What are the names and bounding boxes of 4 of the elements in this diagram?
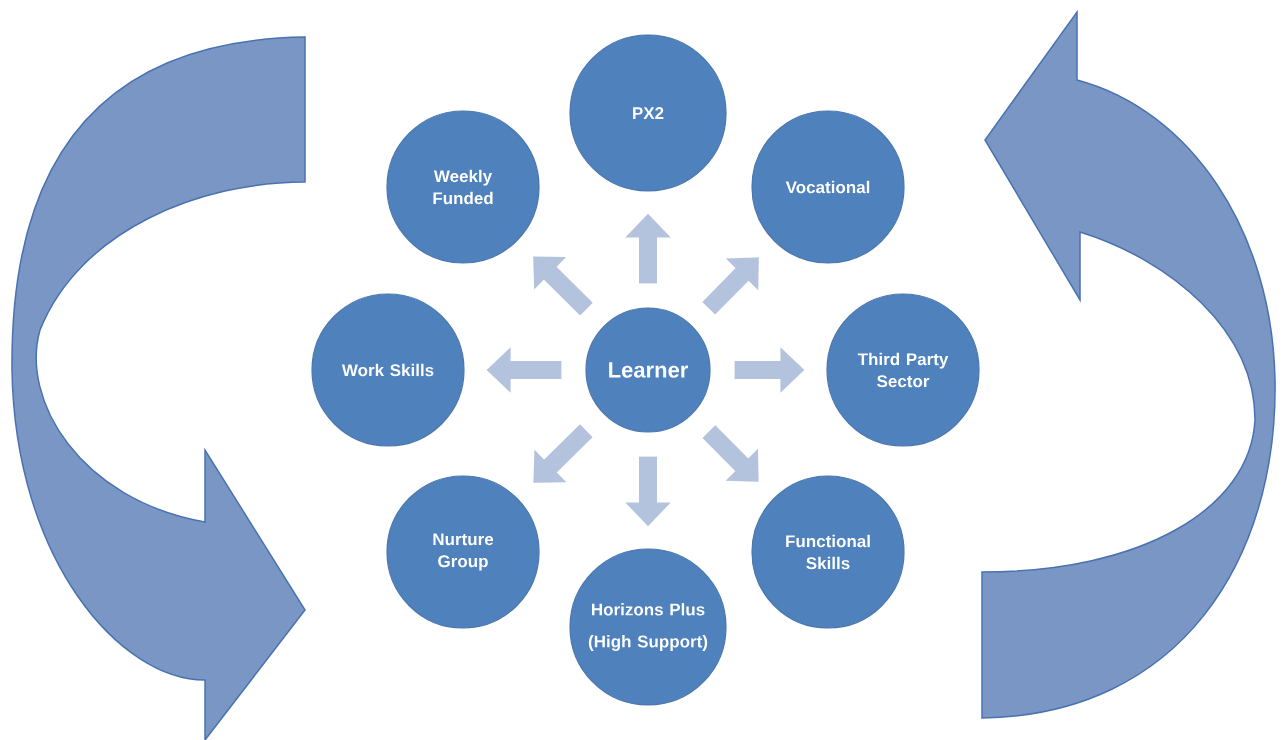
- arrow: [702, 425, 759, 482]
- arrow: [702, 257, 759, 315]
- arrow: [533, 424, 593, 483]
- arrow: [533, 256, 593, 316]
